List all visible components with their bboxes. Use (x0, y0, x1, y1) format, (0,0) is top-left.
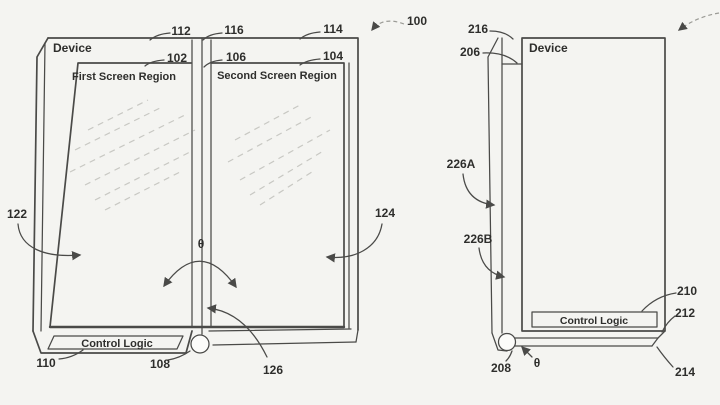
right-bottom-strip-top (208, 328, 352, 332)
ref-108-label: 108 (150, 357, 170, 371)
leader-102 (144, 59, 165, 67)
theta-label-right: θ (534, 356, 541, 370)
leader-206 (482, 52, 518, 64)
device-outline-top-right (47, 37, 359, 331)
leader-212 (661, 315, 676, 333)
ref-112-label: 112 (171, 24, 191, 38)
hinge-angle-arc-arrow (163, 260, 237, 289)
leader-216 (489, 30, 514, 40)
leader-110 (58, 349, 84, 360)
ref-212-label: 212 (675, 306, 695, 320)
ref-124-label: 124 (375, 206, 395, 220)
leader-214 (656, 346, 674, 368)
hinge-pointer-arrow-126 (206, 304, 268, 358)
ref-122-label: 122 (7, 207, 27, 221)
leader-116 (202, 32, 223, 41)
ref-126-label: 126 (263, 363, 283, 377)
ref-226A-label: 226A (447, 157, 476, 171)
ref-100-label: 100 (407, 14, 427, 28)
theta-pointer-arrow-right (521, 346, 533, 358)
right-bottom-strip-bottom (212, 341, 357, 346)
ref-208-label: 208 (491, 361, 511, 375)
leader-100-dashed (371, 20, 405, 32)
hinge-pin-circle-right (497, 332, 517, 352)
device-bottom-front-face (32, 330, 193, 354)
ref-106-label: 106 (226, 50, 246, 64)
control-logic-label-left: Control Logic (81, 338, 153, 350)
left-figure-device-front-view: Device First Screen Region Second Screen… (7, 14, 427, 377)
leader-104 (299, 58, 321, 66)
ref-216-label: 216 (468, 22, 488, 36)
leader-210 (641, 292, 677, 312)
device-label-left: Device (53, 41, 92, 55)
control-logic-label-right: Control Logic (560, 315, 628, 327)
control-logic-box-left (47, 335, 184, 350)
leader-208 (505, 350, 513, 362)
ref-116-label: 116 (224, 23, 244, 37)
ref-102-label: 102 (167, 51, 187, 65)
ref-214-label: 214 (675, 365, 695, 379)
device-label-right: Device (529, 41, 568, 55)
device-outline-left-inner-edge (40, 42, 46, 332)
rotate-arrow-122 (17, 223, 82, 261)
top-right-dashed-leader (677, 12, 720, 31)
second-screen-region-label: Second Screen Region (217, 70, 337, 82)
hinge-pin-circle-left (190, 334, 210, 354)
device-side-body-outline (521, 37, 666, 332)
ref-104-label: 104 (323, 49, 343, 63)
control-logic-box-right (531, 311, 658, 328)
right-bottom-bevel (355, 329, 359, 343)
first-screen-outline (49, 62, 192, 328)
first-screen-region-label: First Screen Region (72, 71, 176, 83)
first-screen-reflection-lines (69, 99, 196, 211)
ref-110-label: 110 (36, 356, 56, 370)
ref-210-label: 210 (677, 284, 697, 298)
ref-114-label: 114 (323, 22, 343, 36)
leader-112 (149, 32, 171, 41)
pointer-arrow-226B (478, 247, 506, 280)
leader-114 (299, 31, 321, 40)
folded-screen-outer-line (487, 37, 499, 334)
second-screen-outline (210, 62, 345, 328)
right-figure-device-side-view: Device Control Logic θ 216 206 226A 226B… (447, 12, 720, 379)
second-screen-reflection-lines (227, 104, 331, 206)
rotate-arrow-124 (325, 223, 383, 263)
side-bottom-left-closure (491, 332, 508, 352)
theta-label-left: θ (198, 237, 205, 251)
ref-206-label: 206 (460, 45, 480, 59)
device-outline-left-bevel (32, 37, 49, 332)
side-bottom-right-bevel (651, 330, 666, 347)
pointer-arrow-226A (462, 173, 496, 209)
ref-226B-label: 226B (464, 232, 493, 246)
leader-108 (167, 350, 191, 361)
leader-106 (203, 59, 223, 68)
